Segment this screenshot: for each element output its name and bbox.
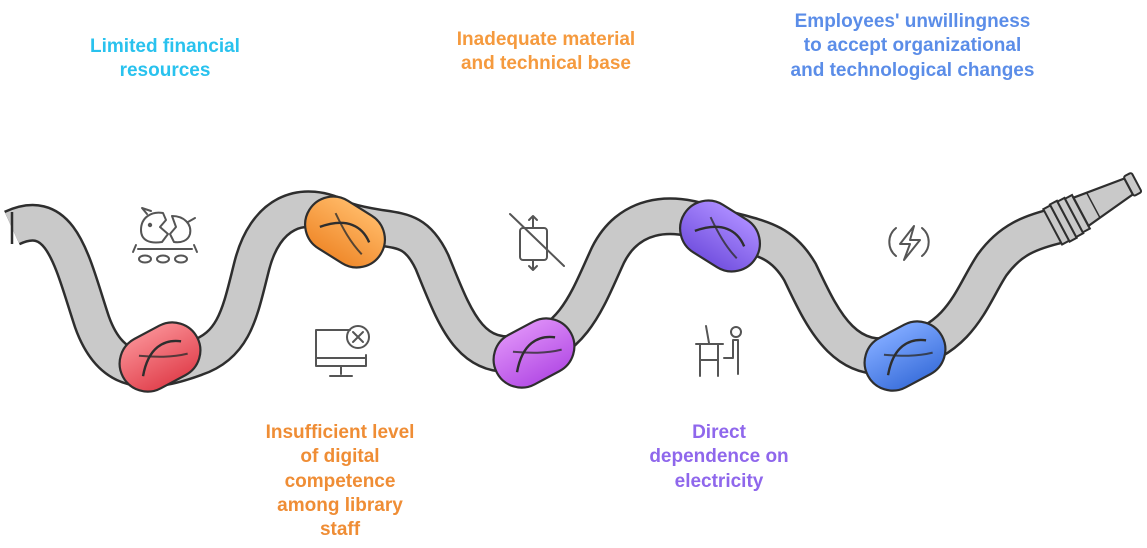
- label-employees-unwillingness: Employees' unwillingness to accept organ…: [790, 11, 1035, 81]
- label-dependence-on-electricity: Direct dependence on electricity: [649, 422, 789, 492]
- knot-3: [492, 317, 576, 389]
- knot-5: [863, 320, 947, 392]
- computer-error-icon: [315, 325, 370, 377]
- knot-2: [304, 195, 386, 269]
- hose-nozzle: [1041, 172, 1143, 246]
- person-at-desk-icon: [695, 325, 742, 377]
- knot-1: [118, 321, 202, 393]
- broken-piggy-bank-icon: [132, 207, 198, 264]
- label-insufficient-digital-competence: Insufficient level of digital competence…: [265, 422, 415, 541]
- lightning-bolt-icon: [888, 225, 930, 261]
- crossed-out-device-icon: [509, 213, 565, 271]
- label-inadequate-material-base: Inadequate material and technical base: [456, 29, 636, 75]
- label-limited-financial-resources: Limited financial resources: [90, 36, 240, 82]
